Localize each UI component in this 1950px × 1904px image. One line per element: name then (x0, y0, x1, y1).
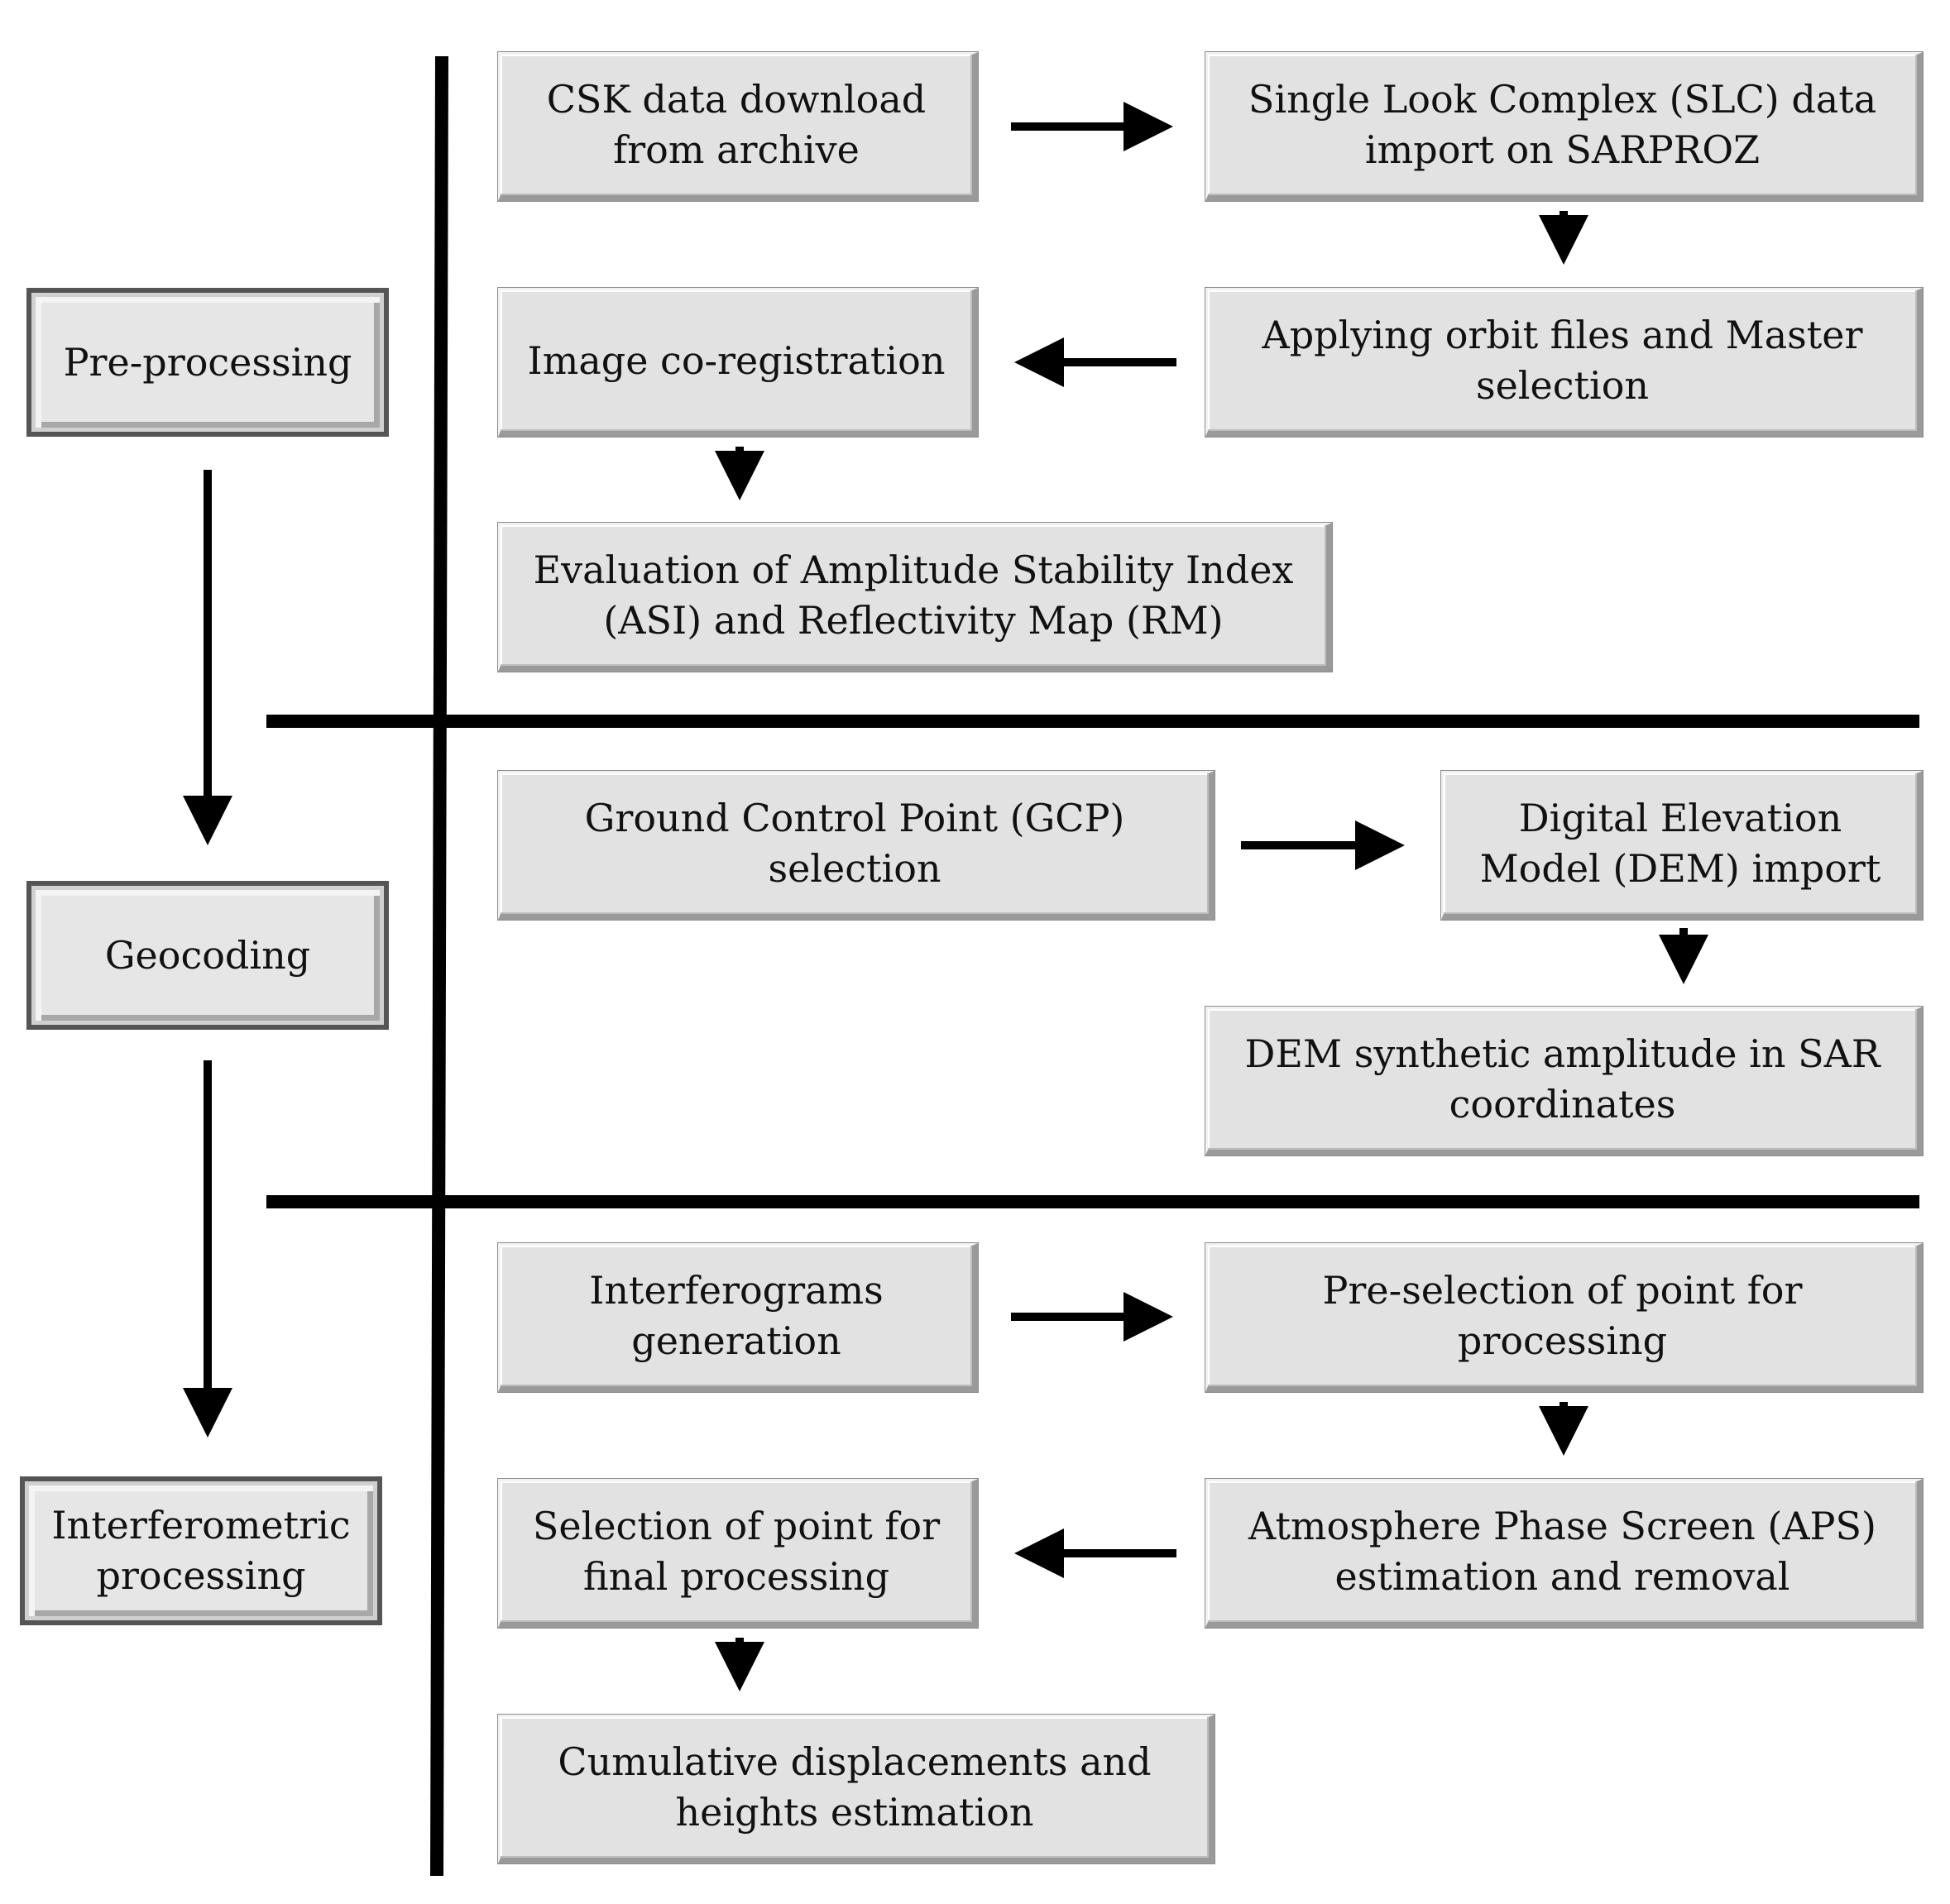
step-dem-import: Digital Elevation Model (DEM) import (1440, 770, 1924, 921)
step-cumulative-displacements: Cumulative displacements and heights est… (497, 1714, 1215, 1864)
phase-preprocessing: Pre-processing (26, 288, 389, 437)
step-interferograms-generation: Interferograms generation (497, 1242, 979, 1393)
step-dem-synthetic-amplitude: DEM synthetic amplitude in SAR coordinat… (1205, 1006, 1924, 1156)
phase-interferometric-processing: Interferometric processing (20, 1476, 382, 1625)
vertical-divider (430, 55, 448, 1877)
step-asi-rm-evaluation: Evaluation of Amplitude Stability Index … (497, 522, 1333, 672)
step-orbit-master-selection: Applying orbit files and Master selectio… (1205, 287, 1924, 438)
step-gcp-selection: Ground Control Point (GCP) selection (497, 770, 1215, 921)
step-aps-estimation: Atmosphere Phase Screen (APS) estimation… (1205, 1478, 1924, 1629)
step-final-point-selection: Selection of point for final processing (497, 1478, 979, 1629)
phase-geocoding: Geocoding (26, 881, 389, 1030)
step-csk-data-download: CSK data download from archive (497, 51, 979, 202)
step-image-coregistration: Image co-registration (497, 287, 979, 438)
step-point-preselection: Pre-selection of point for processing (1205, 1242, 1924, 1393)
step-slc-import: Single Look Complex (SLC) data import on… (1205, 51, 1924, 202)
